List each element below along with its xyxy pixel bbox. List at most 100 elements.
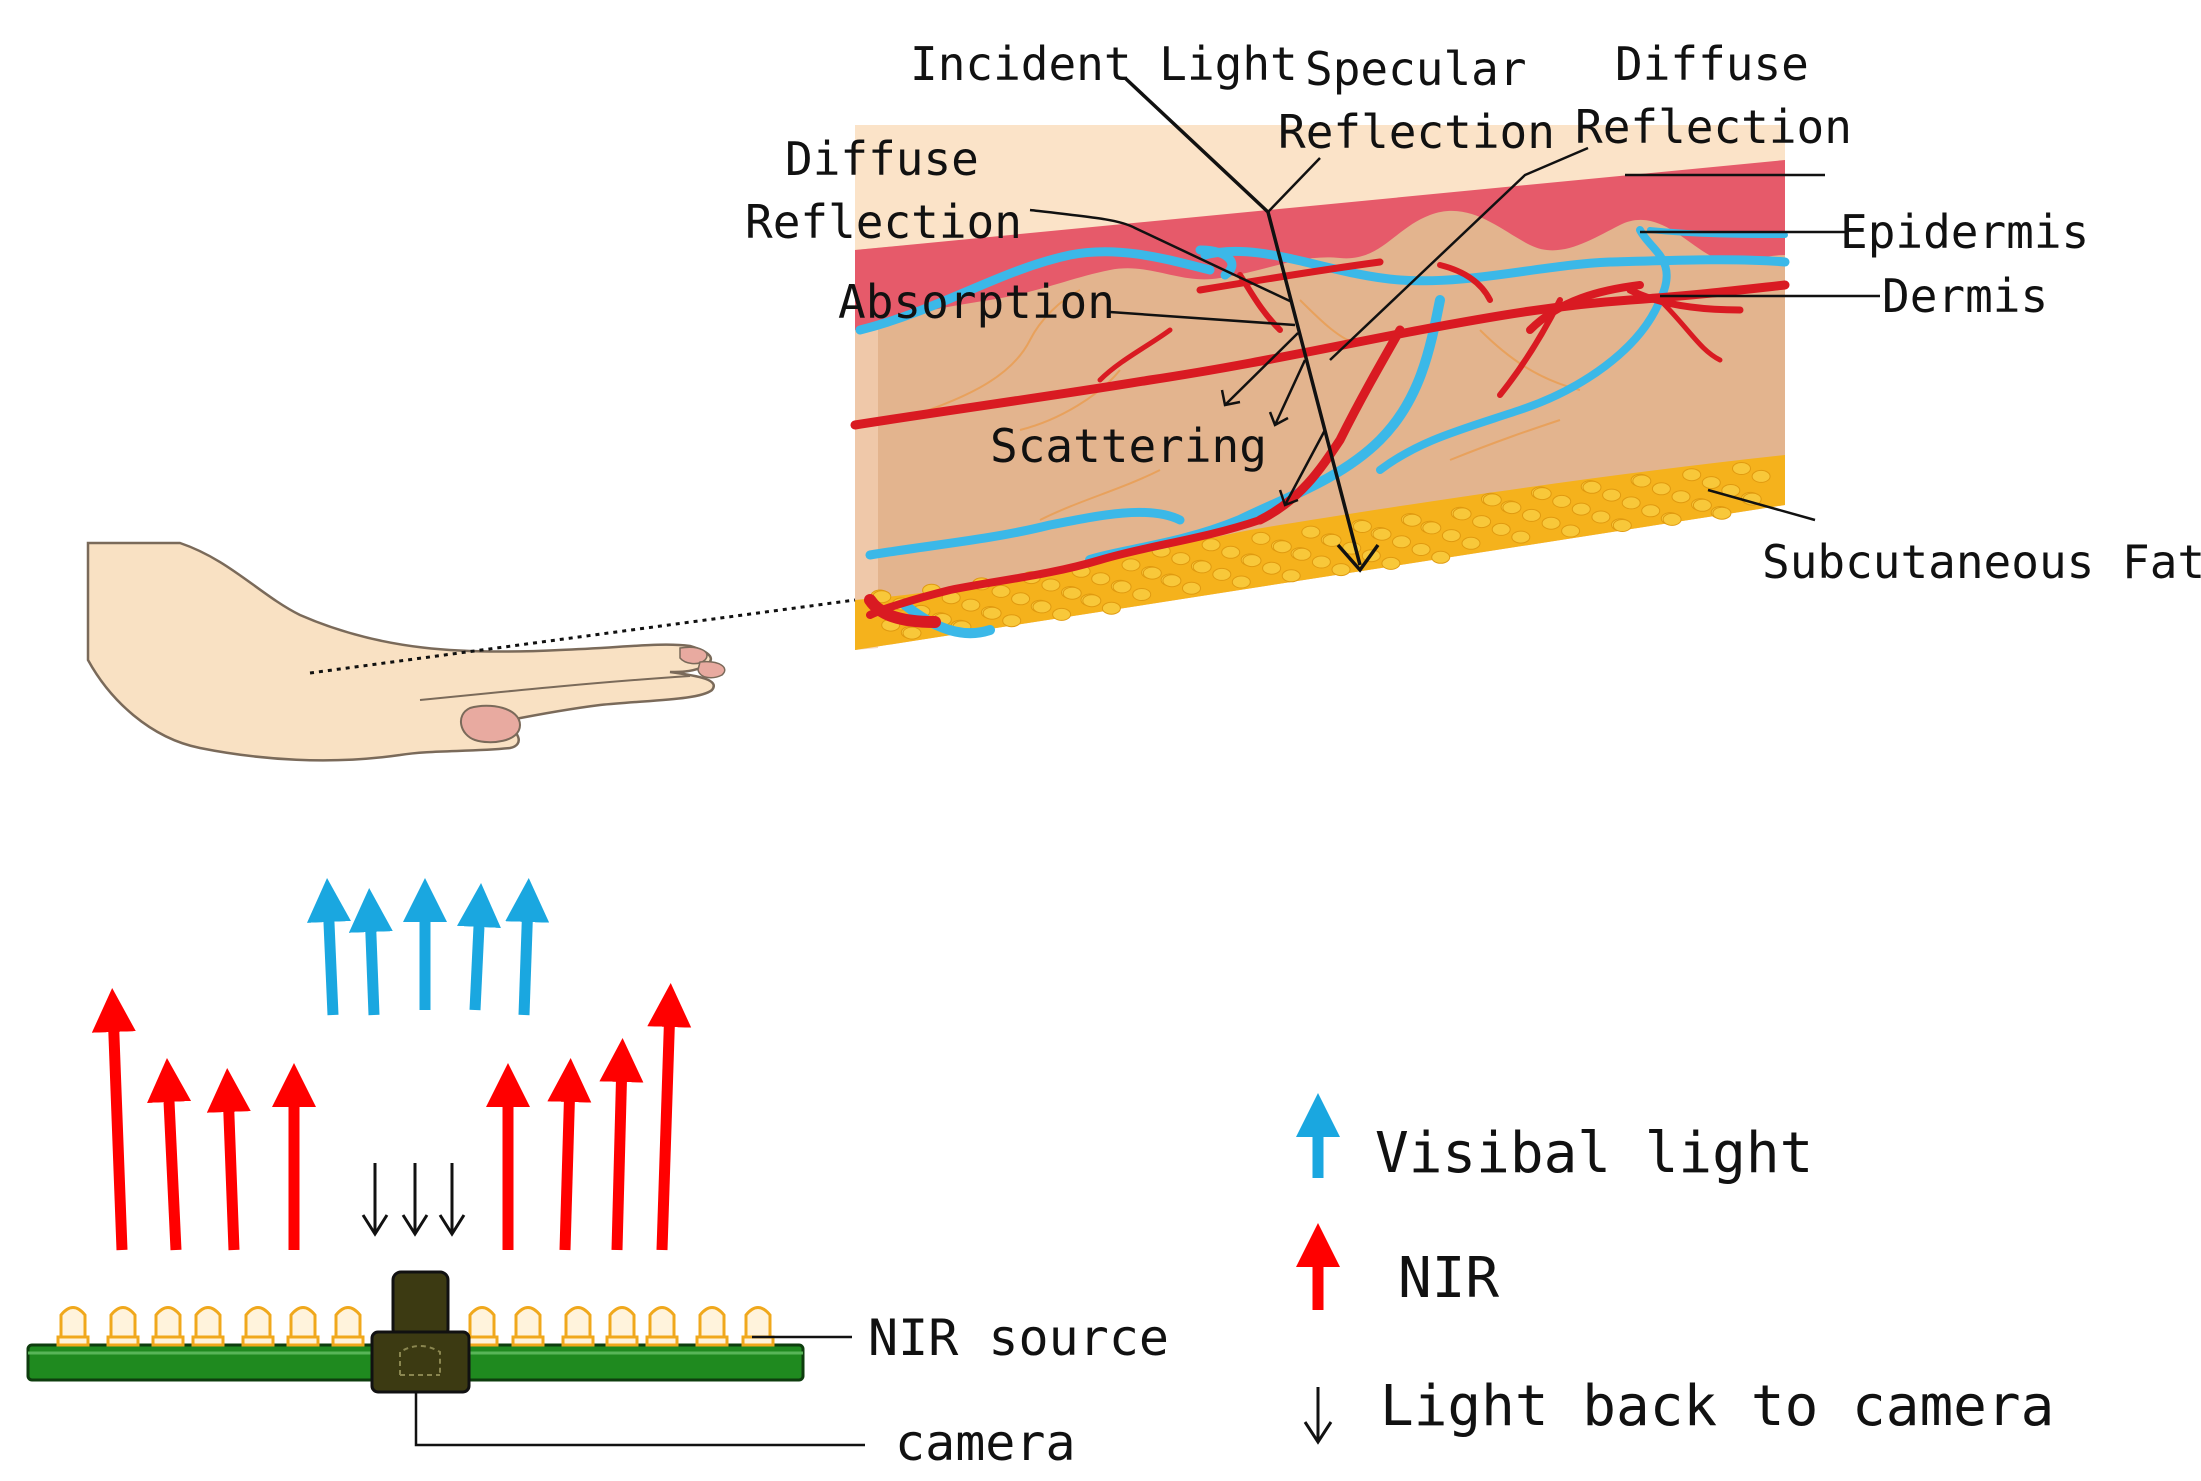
visible-arrow: [348, 888, 393, 1016]
label-diffuse-right-line2: Reflection: [1575, 100, 1852, 154]
label-subcutaneous-fat: Subcutaneous Fat: [1762, 535, 2201, 589]
epidermis-layer: [855, 160, 1785, 330]
nir-led: [331, 1306, 365, 1347]
skin-labels: Incident Light Specular Reflection Diffu…: [745, 37, 2201, 589]
fat-globule: [1272, 540, 1292, 554]
fat-globule: [1142, 566, 1162, 580]
skin-cross-section: [850, 125, 1790, 650]
camera-lens-detail: [399, 1345, 441, 1375]
absorption-leader: [1109, 310, 1296, 327]
light-paths: [1029, 76, 1880, 573]
legend-back-label: Light back to camera: [1380, 1374, 2054, 1439]
fat-globule: [1281, 569, 1301, 583]
skin-surface: [855, 125, 1785, 250]
fat-globule: [1041, 578, 1061, 592]
return-arrow: [361, 1163, 389, 1237]
fat-globule: [1082, 594, 1102, 608]
fat-globule: [1532, 487, 1552, 501]
fat-globule: [1502, 501, 1522, 515]
fat-globule: [1372, 527, 1392, 541]
camera-module: [370, 1270, 471, 1394]
fat-globule: [1171, 552, 1191, 566]
nir-led: [151, 1306, 185, 1347]
fat-globule: [1182, 581, 1201, 595]
label-absorption: Absorption: [838, 275, 1115, 329]
fat-globule: [1472, 515, 1492, 529]
return-arrow: [438, 1163, 466, 1237]
fat-globule: [1511, 530, 1531, 544]
visible-arrow: [456, 883, 501, 1011]
label-camera: camera: [895, 1414, 1076, 1472]
fat-globule: [982, 606, 1002, 620]
fat-globule: [1441, 529, 1461, 543]
fat-globule: [1392, 535, 1411, 549]
legend-visible-label: Visibal light: [1375, 1121, 1813, 1186]
fat-globule: [991, 584, 1011, 598]
incident-arrowhead: [1336, 543, 1380, 573]
label-epidermis: Epidermis: [1840, 205, 2089, 259]
fat-globule: [1411, 543, 1431, 556]
camera-leader: [414, 1392, 865, 1447]
nir-arrow: [647, 983, 692, 1251]
fat-globule: [1632, 474, 1652, 488]
fat-globule: [1032, 600, 1052, 614]
scatter-arrow-2: [1273, 359, 1307, 426]
scatter-arrow-3: [1283, 429, 1327, 506]
label-diffuse-right-line1: Diffuse: [1615, 37, 1809, 91]
fat-globule: [1221, 545, 1241, 559]
fat-globule: [902, 626, 922, 640]
legend-visible-item: Visibal light: [1296, 1093, 1813, 1186]
fat-globule: [1192, 560, 1212, 574]
nir-led: [511, 1306, 545, 1347]
return-arrow: [401, 1163, 429, 1237]
block-side-face: [855, 322, 878, 650]
nir-arrow: [547, 1058, 592, 1251]
fat-globule: [1641, 504, 1661, 518]
fingernail-1: [679, 646, 708, 665]
scatter-arrowhead-2: [1268, 411, 1289, 427]
fat-globule: [1482, 493, 1502, 507]
nir-led: [605, 1306, 639, 1347]
fat-globule: [1662, 512, 1682, 526]
fat-globule: [1242, 554, 1262, 568]
fat-globule: [1461, 536, 1481, 550]
fat-globule: [1311, 555, 1331, 569]
hand: [86, 541, 726, 762]
legend-nir-label: NIR: [1398, 1246, 1499, 1311]
legend-down-arrow-icon: [1303, 1387, 1333, 1445]
nir-led: [191, 1306, 225, 1347]
label-specular-line2: Reflection: [1278, 105, 1555, 159]
nir-led-array: [56, 1306, 775, 1347]
fat-globule: [1062, 586, 1082, 600]
fat-globule: [1212, 567, 1232, 581]
legend-nir-item: NIR: [1296, 1223, 1499, 1311]
nir-arrows: [91, 983, 692, 1251]
nir-arrow: [599, 1038, 644, 1251]
label-incident-light: Incident Light: [910, 37, 1298, 91]
label-nir-source: NIR source: [868, 1309, 1169, 1367]
fat-globule: [1002, 614, 1022, 628]
fat-globule: [1452, 507, 1472, 521]
finger-crease: [419, 675, 691, 701]
capillaries: [899, 289, 1581, 521]
fat-globule: [1101, 601, 1121, 615]
diffuse-left-leader: [1029, 208, 1293, 304]
nir-led: [465, 1306, 499, 1347]
fat-globule: [1552, 494, 1572, 508]
fat-globule: [1112, 580, 1132, 594]
label-diffuse-left-line1: Diffuse: [785, 132, 979, 186]
fat-globule: [1292, 547, 1312, 561]
diffuse-right-leader: [1329, 146, 1589, 361]
fat-globule: [1422, 521, 1442, 535]
fat-globule: [1682, 468, 1702, 482]
fat-globule: [1121, 558, 1141, 572]
visible-arrow: [505, 878, 550, 1016]
fat-globule: [1231, 575, 1251, 589]
nir-led: [645, 1306, 679, 1347]
fingernail-2: [697, 660, 726, 679]
fat-globule: [1011, 592, 1031, 606]
fat-globule: [1712, 506, 1732, 520]
fat-globule: [1091, 572, 1111, 586]
